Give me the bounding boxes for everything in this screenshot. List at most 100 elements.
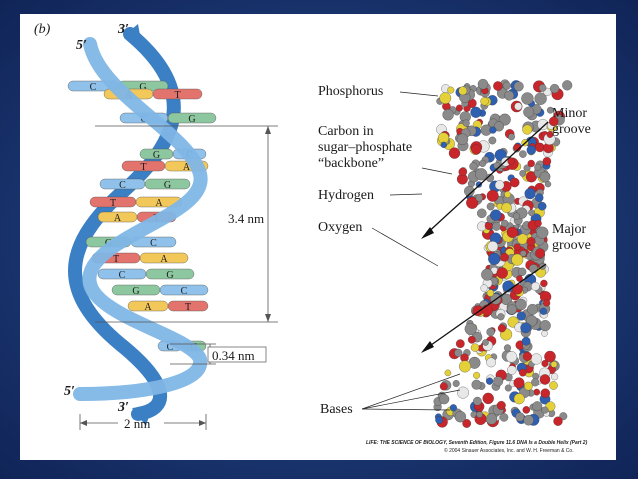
base-letter: G	[139, 82, 146, 93]
leader-bases-3	[361, 408, 451, 411]
base-T-1-1	[152, 88, 203, 100]
atom	[477, 78, 489, 90]
base-T-12-1	[167, 300, 209, 312]
atom	[549, 83, 560, 94]
atom	[493, 162, 501, 169]
base-letter: A	[155, 198, 163, 209]
label-minor-2: groove	[552, 122, 591, 137]
atom	[486, 327, 495, 337]
atom	[531, 378, 540, 387]
atom	[493, 121, 504, 132]
atom	[464, 185, 475, 197]
atom	[473, 371, 481, 379]
atom	[494, 180, 505, 190]
atom	[455, 104, 463, 112]
atom	[454, 348, 463, 357]
atom	[534, 92, 547, 105]
atom	[528, 209, 535, 217]
atom	[486, 357, 496, 368]
atom	[473, 396, 482, 406]
label-oxygen: Oxygen	[318, 220, 363, 235]
leader-bases-2	[361, 389, 461, 410]
leader-phosphorus	[399, 91, 439, 97]
arrowhead-top	[124, 24, 142, 46]
base-A-9-1	[139, 252, 189, 264]
atom	[504, 191, 511, 198]
label-major-2: groove	[552, 238, 591, 253]
base-letter: T	[140, 162, 146, 173]
atom	[518, 267, 527, 276]
atom	[486, 289, 495, 297]
atom	[539, 320, 551, 332]
atom	[439, 382, 448, 391]
width-arrow-right	[199, 420, 206, 426]
atom	[549, 381, 558, 390]
atom	[504, 384, 512, 392]
atom	[502, 81, 511, 90]
atom	[507, 365, 517, 375]
atom	[523, 414, 534, 426]
credit-line-2: © 2004 Sinauer Associates, Inc. and W. H…	[444, 448, 574, 454]
atom	[456, 133, 469, 146]
atom	[439, 92, 452, 104]
atom	[519, 170, 527, 177]
atom	[493, 81, 503, 91]
atom	[481, 268, 494, 281]
atom	[519, 250, 527, 257]
rise-label-box	[207, 346, 267, 363]
atom	[459, 360, 471, 373]
atom	[537, 119, 549, 131]
base-letter: A	[183, 162, 191, 173]
base-letter: T	[110, 198, 116, 209]
leader-bases-1	[361, 373, 461, 410]
base-G-5-1	[144, 178, 191, 190]
base-letter: A	[114, 213, 122, 224]
atom	[539, 307, 547, 315]
atom	[503, 344, 512, 352]
atom	[493, 376, 504, 387]
atom	[546, 131, 554, 138]
label-rise: 0.34 nm	[212, 348, 255, 363]
atom	[533, 388, 541, 396]
label-carbon-3: “backbone”	[318, 156, 385, 171]
label-pitch: 3.4 nm	[228, 211, 265, 226]
atom	[488, 252, 501, 265]
atom	[526, 237, 536, 246]
atom	[484, 221, 493, 230]
atom	[522, 406, 531, 414]
atom	[522, 124, 533, 135]
atom	[482, 339, 489, 346]
atom	[470, 343, 480, 352]
label-bottom-3-prime: 3′	[118, 400, 129, 415]
atom	[454, 411, 467, 423]
atom	[482, 392, 494, 405]
base-letter: C	[90, 82, 97, 93]
base-letter: C	[119, 270, 126, 281]
base-letter: G	[153, 150, 160, 161]
atom	[458, 86, 468, 96]
atom	[442, 109, 454, 121]
base-letter: T	[113, 254, 119, 265]
atom	[479, 159, 487, 167]
base-letter: G	[132, 286, 139, 297]
atom	[508, 133, 515, 141]
label-hydrogen: Hydrogen	[318, 188, 374, 203]
leader-oxygen	[371, 227, 439, 267]
atom	[530, 353, 542, 365]
label-bases: Bases	[320, 402, 353, 417]
atom	[471, 379, 482, 390]
atom	[562, 80, 573, 91]
atom	[476, 411, 483, 418]
label-major-1: Major	[552, 222, 587, 237]
atom	[449, 404, 457, 412]
atom	[458, 167, 468, 177]
base-G-2-1	[167, 112, 217, 124]
atom	[497, 324, 506, 333]
atom	[475, 181, 483, 188]
atom	[523, 106, 535, 118]
base-letter: T	[185, 302, 191, 313]
atom	[537, 201, 547, 211]
leader-carbon	[421, 167, 453, 175]
atom	[477, 208, 487, 219]
